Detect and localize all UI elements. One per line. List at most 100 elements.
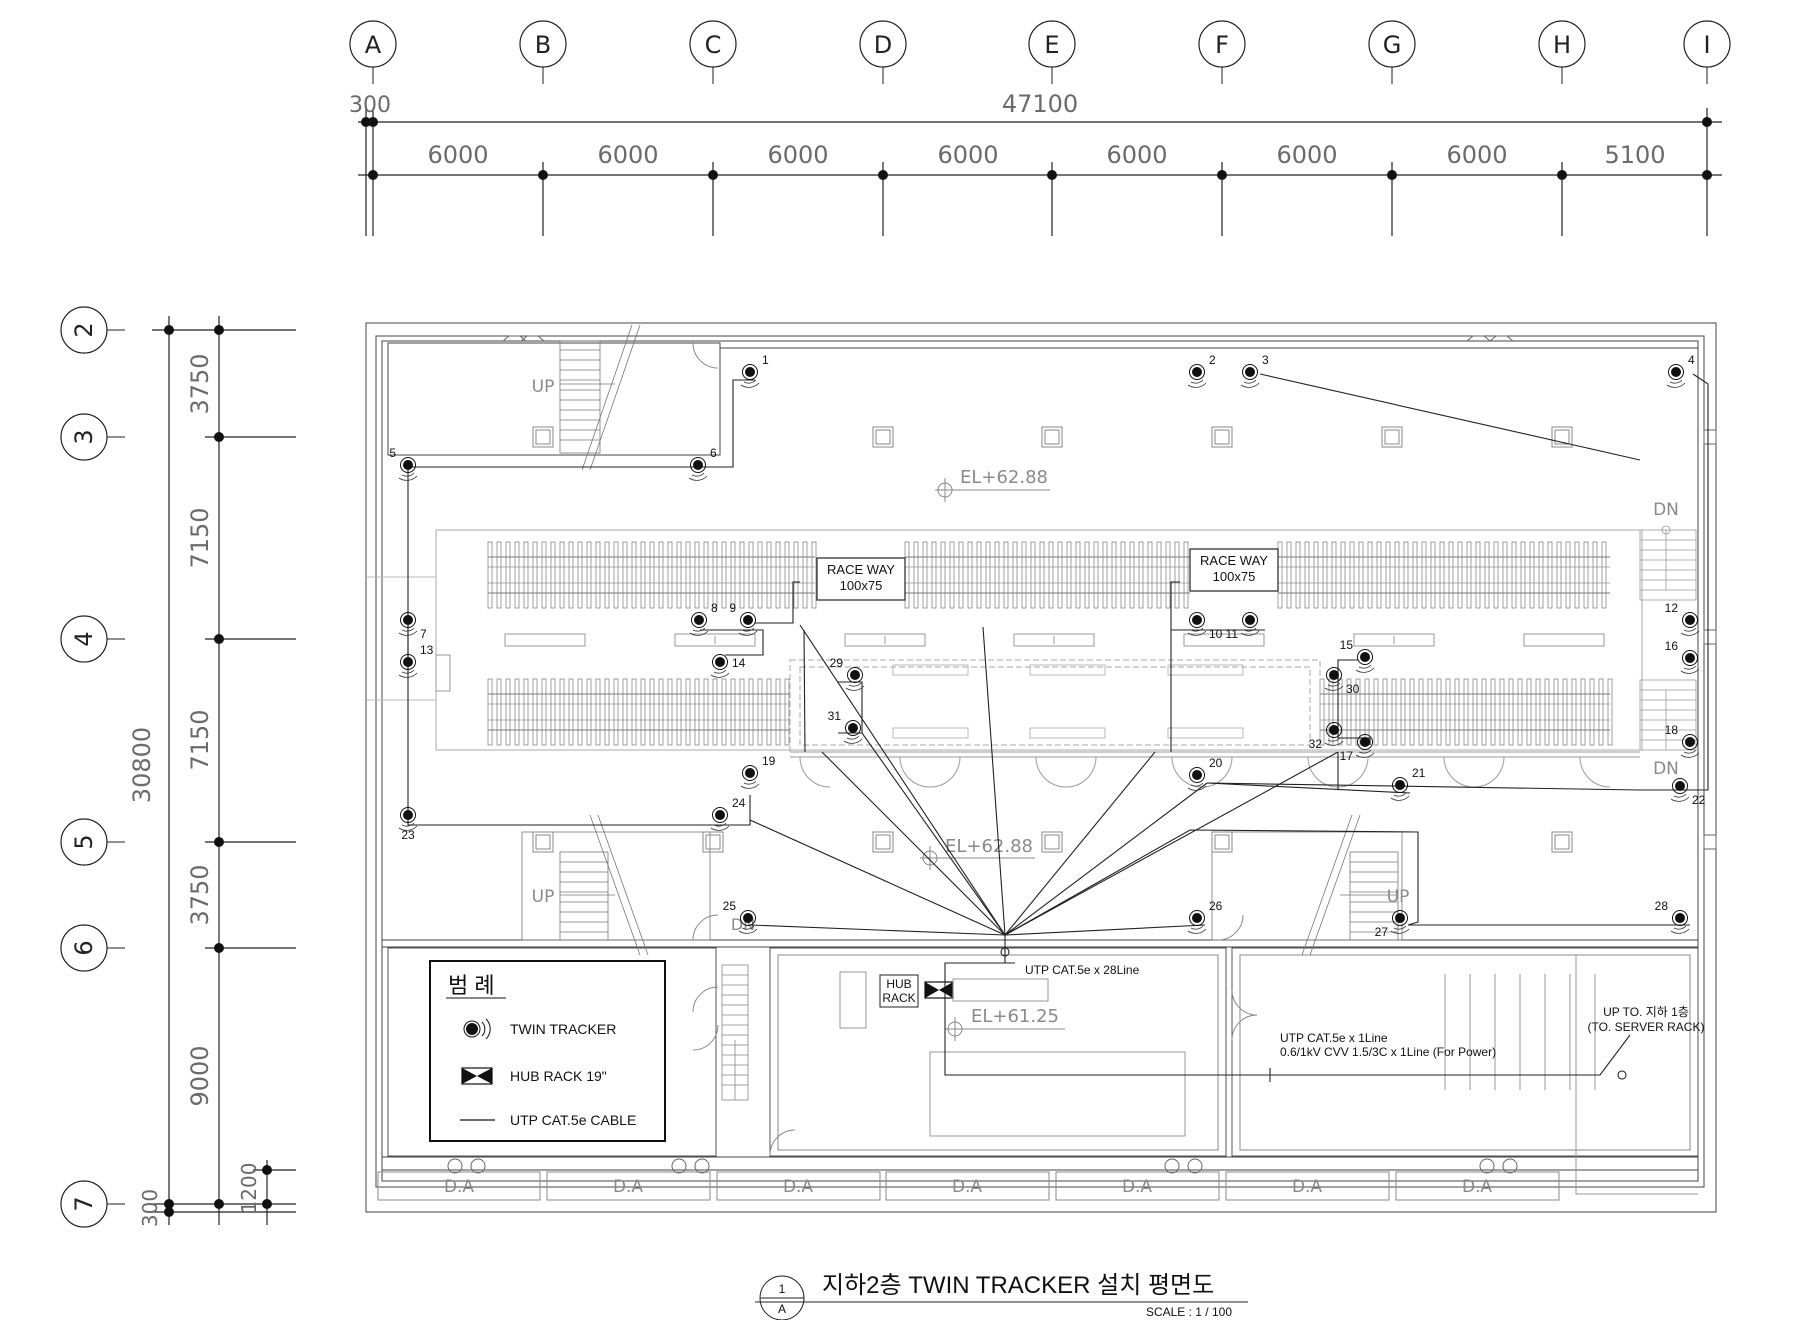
twin-tracker-icon bbox=[1187, 910, 1207, 934]
twin-tracker-10: 10 bbox=[1187, 612, 1223, 641]
grid-bubble-h: H bbox=[1538, 20, 1586, 84]
elevation-upper: EL+62.88 bbox=[960, 467, 1048, 488]
twin-tracker-number: 27 bbox=[1375, 925, 1389, 939]
twin-tracker-6: 6 bbox=[688, 446, 717, 481]
twin-tracker-25: 25 bbox=[723, 899, 758, 934]
top-bay-dimension: 6000 bbox=[937, 141, 998, 169]
twin-tracker-32: 32 bbox=[1309, 722, 1344, 751]
hub-rack-label: RACK bbox=[882, 991, 915, 1005]
twin-tracker-number: 1 bbox=[762, 353, 769, 367]
twin-tracker-icon bbox=[1187, 612, 1207, 636]
server-rack-label: (TO. SERVER RACK) bbox=[1588, 1020, 1705, 1034]
twin-tracker-15: 15 bbox=[1340, 638, 1375, 673]
twin-tracker-number: 14 bbox=[732, 656, 746, 670]
twin-tracker-number: 20 bbox=[1209, 756, 1223, 770]
twin-tracker-icon bbox=[1390, 910, 1410, 934]
row-grid-bubbles: 2 3 4 5 6 7 bbox=[60, 306, 125, 1228]
grid-bubble-3: 3 bbox=[60, 413, 125, 461]
twin-tracker-number: 9 bbox=[729, 601, 736, 615]
top-bay-dimensions: 6000 6000 6000 6000 6000 6000 6000 5100 bbox=[427, 141, 1665, 169]
twin-tracker-30: 30 bbox=[1324, 667, 1360, 696]
twin-tracker-3: 3 bbox=[1240, 353, 1269, 388]
twin-tracker-number: 21 bbox=[1412, 766, 1426, 780]
twin-tracker-number: 32 bbox=[1309, 737, 1323, 751]
grid-label-b: B bbox=[535, 31, 551, 59]
twin-tracker-icon bbox=[1680, 734, 1700, 758]
twin-tracker-number: 18 bbox=[1665, 723, 1679, 737]
grid-bubble-5: 5 bbox=[60, 818, 125, 866]
twin-tracker-16: 16 bbox=[1665, 639, 1700, 674]
twin-tracker-8: 8 bbox=[689, 601, 718, 636]
grid-bubble-d: D bbox=[859, 20, 907, 84]
twin-tracker-22: 22 bbox=[1670, 778, 1706, 807]
grid-label-5: 5 bbox=[70, 834, 98, 849]
hub-rack: HUB RACK bbox=[879, 974, 1049, 1008]
stair-up-label: UP bbox=[532, 377, 555, 397]
grid-bubble-2: 2 bbox=[60, 306, 125, 354]
grid-bubble-f: F bbox=[1198, 20, 1246, 84]
grid-bubble-a: A bbox=[349, 20, 397, 84]
da-label: D.A bbox=[1462, 1177, 1492, 1197]
twin-tracker-number: 5 bbox=[389, 446, 396, 460]
twin-tracker-1: 1 bbox=[740, 353, 769, 388]
twin-tracker-icon bbox=[710, 654, 730, 678]
grid-bubble-g: G bbox=[1368, 20, 1416, 84]
twin-tracker-icon bbox=[1670, 778, 1690, 802]
twin-tracker-26: 26 bbox=[1187, 899, 1223, 934]
twin-tracker-14: 14 bbox=[710, 654, 746, 678]
grid-label-e: E bbox=[1044, 31, 1059, 59]
train-seats bbox=[892, 664, 1244, 739]
legend: 범 례 TWIN TRACKER HUB RACK 19" UTP CAT.5e… bbox=[429, 960, 666, 1142]
twin-tracker-icon bbox=[740, 364, 760, 388]
elevation-lower: EL+61.25 bbox=[971, 1006, 1059, 1027]
left-total-dimension: 30800 bbox=[128, 727, 156, 803]
twin-tracker-icon bbox=[398, 612, 418, 636]
grid-label-4: 4 bbox=[70, 631, 98, 646]
grid-label-3: 3 bbox=[70, 429, 98, 444]
da-label: D.A bbox=[444, 1177, 474, 1197]
twin-tracker-icon bbox=[1670, 910, 1690, 934]
elevation-middle: EL+62.88 bbox=[945, 836, 1033, 857]
twin-tracker-17: 17 bbox=[1340, 734, 1375, 763]
title-mark-bottom: A bbox=[778, 1302, 786, 1316]
twin-tracker-number: 12 bbox=[1665, 601, 1679, 615]
grid-label-g: G bbox=[1383, 31, 1402, 59]
twin-tracker-number: 7 bbox=[420, 627, 427, 641]
drawing-scale: SCALE : 1 / 100 bbox=[1146, 1305, 1232, 1319]
hub-rack-label: HUB bbox=[886, 977, 911, 991]
twin-tracker-18: 18 bbox=[1665, 723, 1700, 758]
grid-bubble-4: 4 bbox=[60, 615, 125, 663]
left-bay-dimension: 7150 bbox=[186, 709, 214, 770]
legend-item-twin-tracker: TWIN TRACKER bbox=[510, 1021, 616, 1037]
legend-item-hub-rack: HUB RACK 19" bbox=[510, 1068, 607, 1084]
raceway-box-left: RACE WAY 100x75 bbox=[816, 557, 906, 601]
grid-bubble-e: E bbox=[1028, 20, 1076, 84]
cable-main-label: UTP CAT.5e x 28Line bbox=[1025, 963, 1140, 977]
left-small-dimension: 300 bbox=[138, 1189, 162, 1227]
grid-bubble-b: B bbox=[519, 20, 567, 84]
twin-tracker-number: 17 bbox=[1340, 749, 1354, 763]
twin-tracker-icon bbox=[1324, 667, 1344, 691]
da-label: D.A bbox=[1292, 1177, 1322, 1197]
twin-tracker-28: 28 bbox=[1655, 899, 1690, 934]
building-walls bbox=[365, 322, 1717, 1213]
twin-tracker-icon bbox=[738, 910, 758, 934]
raceway-label: RACE WAY bbox=[1200, 553, 1268, 568]
da-label: D.A bbox=[1122, 1177, 1152, 1197]
stairs-bottom-right bbox=[1211, 814, 1403, 956]
twin-tracker-20: 20 bbox=[1187, 756, 1223, 791]
room-fixtures bbox=[839, 955, 1698, 1195]
twin-tracker-icon bbox=[688, 457, 708, 481]
left-bay-dimension: 3750 bbox=[186, 353, 214, 414]
twin-tracker-icon bbox=[398, 807, 418, 831]
twin-tracker-icon bbox=[1187, 767, 1207, 791]
grid-bubble-i: I bbox=[1683, 20, 1731, 84]
left-bay-dimension: 9000 bbox=[186, 1045, 214, 1106]
twin-tracker-9: 9 bbox=[729, 601, 758, 636]
twin-tracker-icon bbox=[1355, 734, 1375, 758]
title-block: 1 A 지하2층 TWIN TRACKER 설치 평면도 SCALE : 1 /… bbox=[755, 1272, 1248, 1320]
grid-label-i: I bbox=[1703, 31, 1710, 59]
left-bay-dimension: 3750 bbox=[186, 864, 214, 925]
